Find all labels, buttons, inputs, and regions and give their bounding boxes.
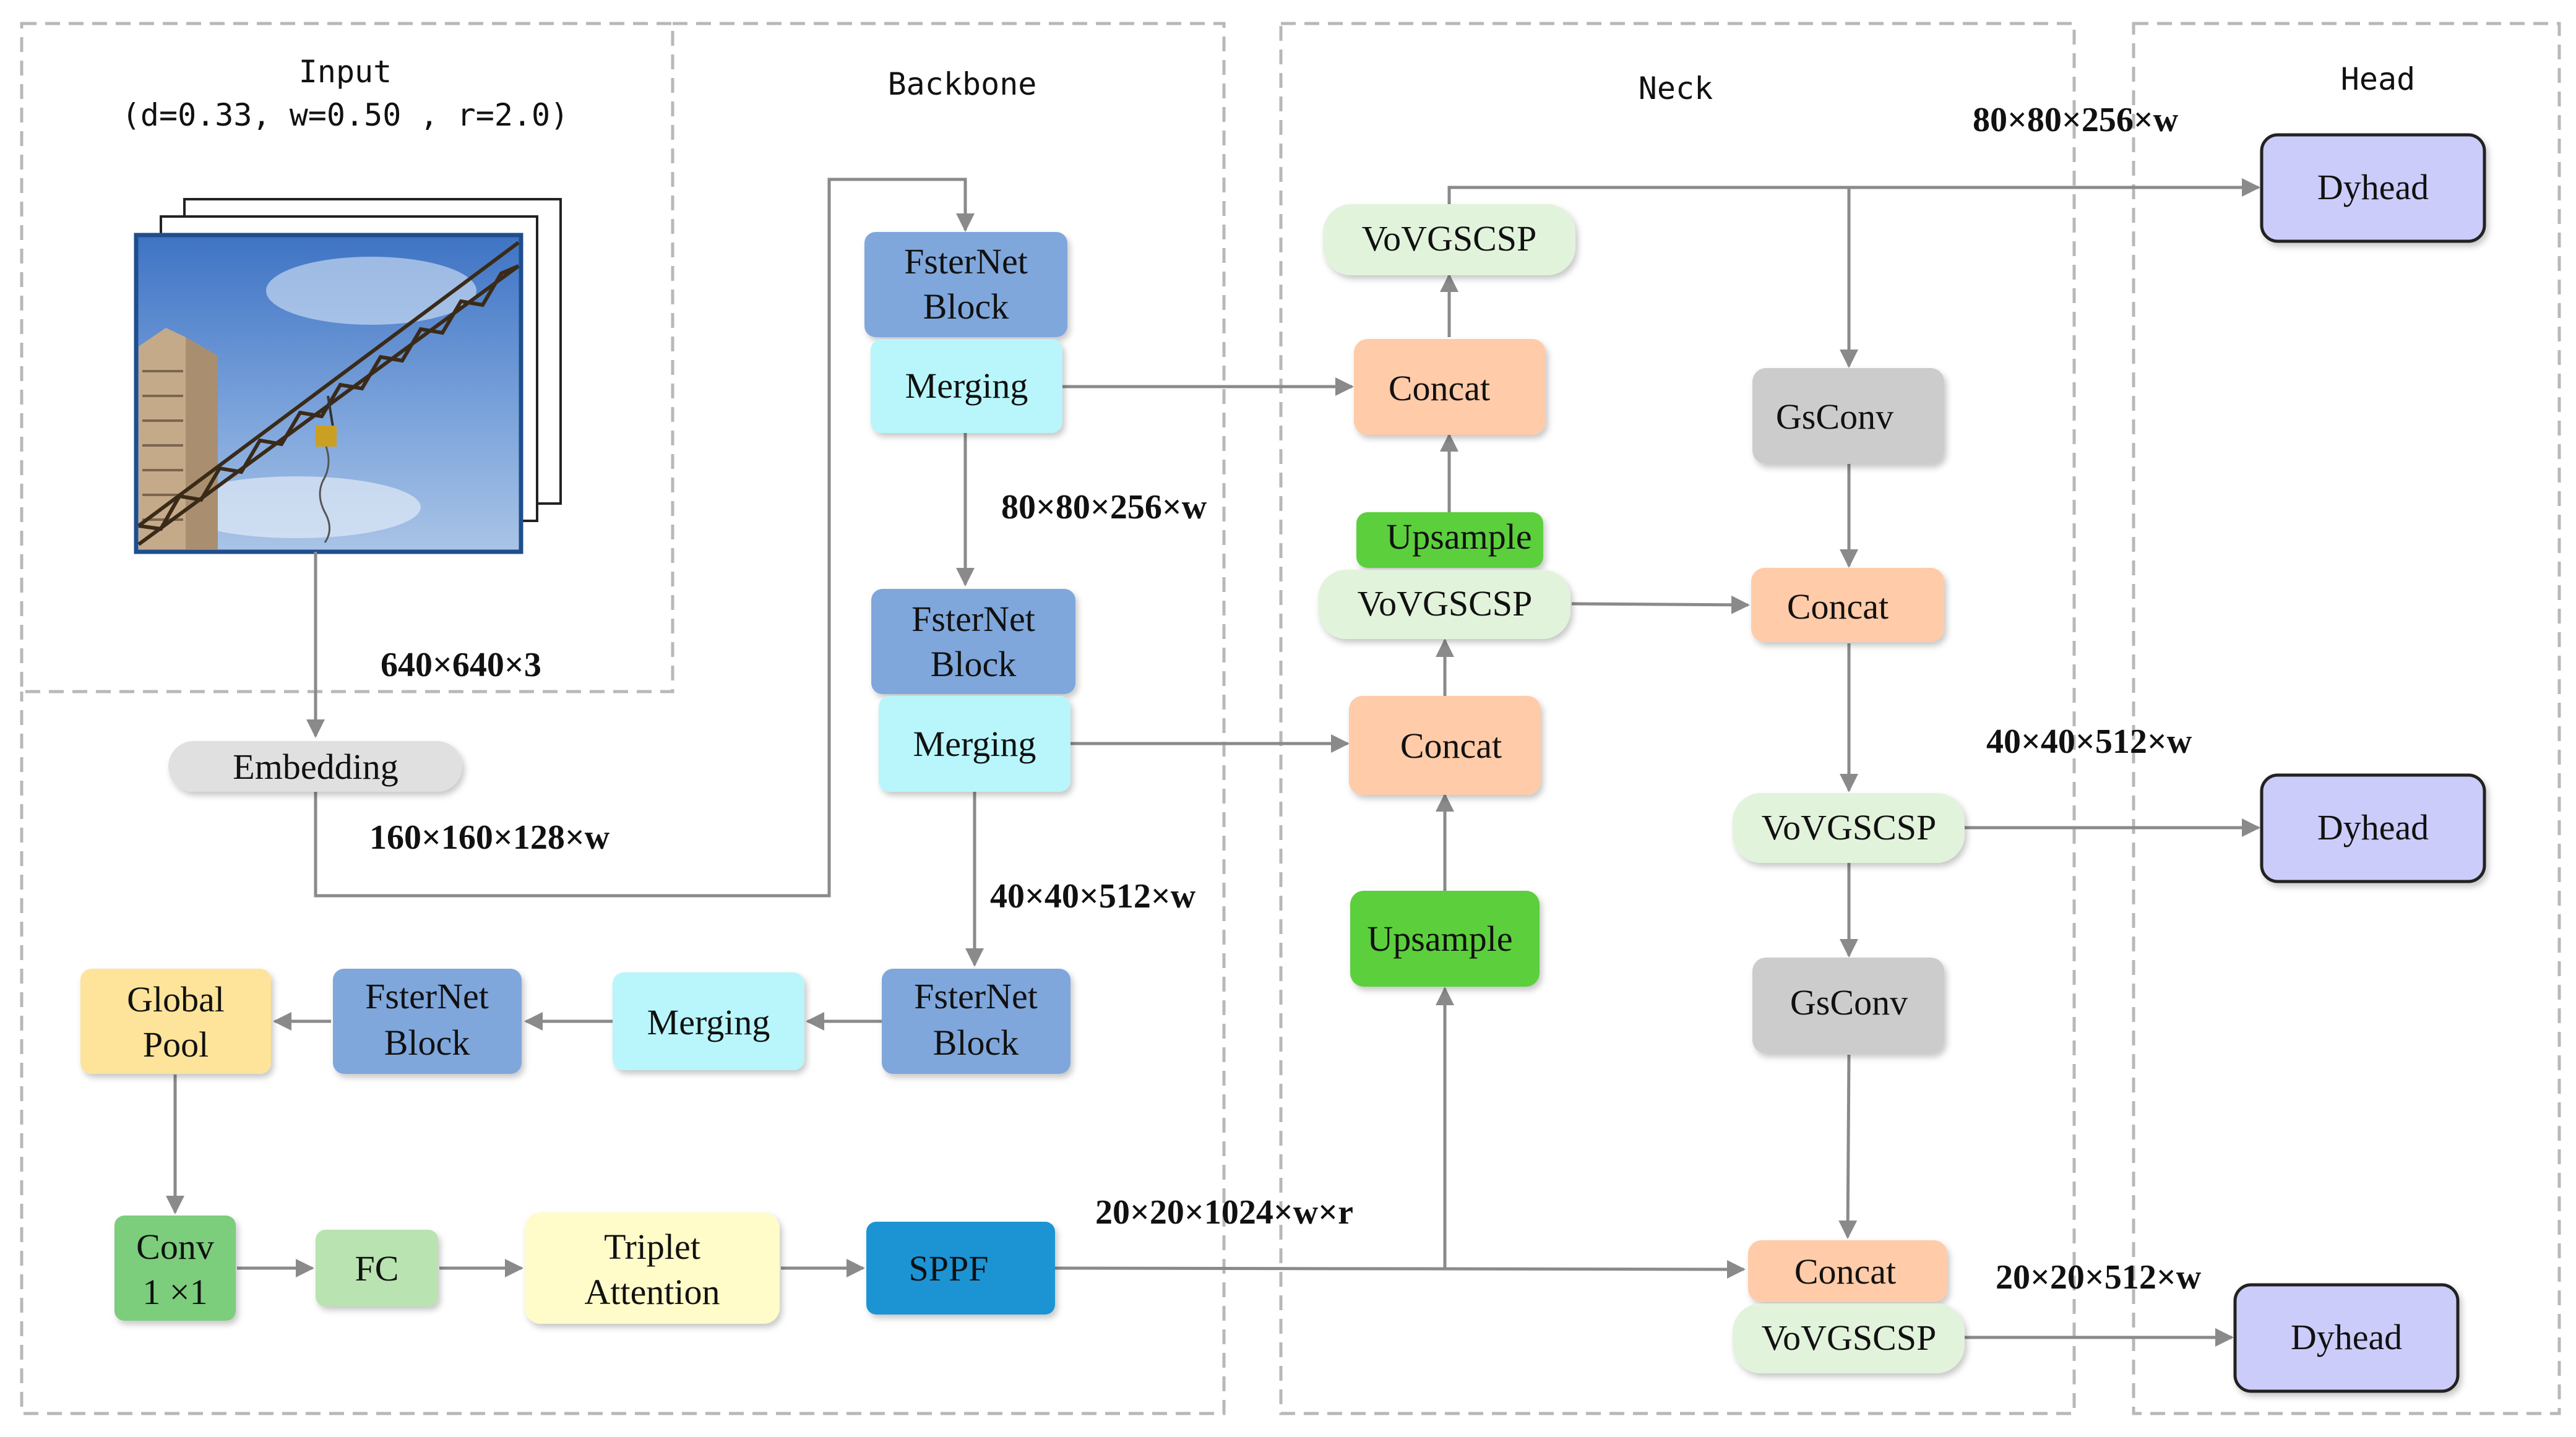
- neck-title: Neck: [1639, 71, 1713, 106]
- input-frame: [20, 22, 674, 693]
- dim-sppf-out: 20×20×1024×w×r: [1095, 1193, 1353, 1232]
- dyhead-2: [2260, 773, 2486, 883]
- gsconv1-label: GsConv: [1776, 397, 1893, 437]
- fsternet-block-4: [333, 969, 522, 1074]
- input-title: Input: [299, 54, 392, 90]
- dyhead-3: [2233, 1283, 2460, 1393]
- concat-top-label: Concat: [1389, 368, 1490, 408]
- upsample-big: [1350, 891, 1540, 987]
- dyhead3-label: Dyhead: [2291, 1317, 2402, 1357]
- dim-head-top: 80×80×256×w: [1973, 101, 2179, 139]
- vov-mid-label: VoVGSCSP: [1358, 583, 1533, 624]
- merging3-label: Merging: [647, 1002, 770, 1042]
- fster1-label-a: FsterNet: [904, 241, 1028, 281]
- upsample-big-label: Upsample: [1367, 919, 1512, 959]
- upsample-small: [1356, 512, 1543, 568]
- fsternet-block-1: [864, 232, 1067, 337]
- head-title: Head: [2341, 61, 2415, 97]
- conv-label-b: 1 ×1: [142, 1272, 207, 1312]
- fster4-label-a: FsterNet: [365, 976, 489, 1016]
- global-pool: [80, 969, 271, 1074]
- merging-1: [871, 339, 1062, 433]
- fsternet-block-3: [882, 969, 1070, 1074]
- vovgscsp-mid: [1318, 570, 1570, 639]
- neck-frame: [1279, 22, 2076, 1415]
- triplet-attention: [525, 1212, 780, 1324]
- fster1-label-b: Block: [923, 286, 1009, 327]
- vovgscsp-top: [1323, 204, 1575, 275]
- fster2-label-b: Block: [931, 644, 1017, 684]
- dim-head-bot: 20×20×512×w: [1996, 1258, 2202, 1297]
- concat-r1: [1751, 568, 1944, 642]
- concat-mid-label: Concat: [1400, 726, 1502, 766]
- fc-label: FC: [355, 1248, 399, 1289]
- upsample-small-label: Upsample: [1386, 517, 1531, 557]
- dim-input-size: 640×640×3: [381, 646, 541, 684]
- vov-r1-label: VoVGSCSP: [1762, 807, 1937, 847]
- dimension-labels: 640×640×3 160×160×128×w 80×80×256×w 40×4…: [369, 101, 2202, 1297]
- nodes: [80, 133, 2486, 1393]
- vovgscsp-r1: [1733, 793, 1965, 863]
- merging2-label: Merging: [913, 724, 1036, 764]
- triplet-label-b: Attention: [584, 1272, 720, 1312]
- merging-2: [879, 696, 1070, 792]
- dyhead2-label: Dyhead: [2317, 807, 2429, 847]
- gsconv-1: [1752, 368, 1944, 464]
- dim-stage1: 80×80×256×w: [1001, 488, 1207, 526]
- fster2-label-a: FsterNet: [911, 599, 1035, 639]
- fster3-label-a: FsterNet: [914, 976, 1038, 1016]
- embedding-node: [168, 741, 462, 792]
- conv-1x1: [114, 1216, 236, 1321]
- merging-3: [613, 972, 804, 1070]
- vovgscsp-r2: [1733, 1303, 1965, 1373]
- triplet-label-a: Triplet: [604, 1227, 700, 1267]
- vov-r2-label: VoVGSCSP: [1762, 1318, 1937, 1358]
- concat-top: [1354, 339, 1546, 435]
- node-labels: Embedding FsterNet Block Merging FsterNe…: [127, 167, 2429, 1358]
- dim-stage2: 40×40×512×w: [990, 877, 1196, 916]
- dyhead-1: [2260, 133, 2486, 243]
- concat-r1-label: Concat: [1787, 586, 1889, 627]
- dim-head-mid: 40×40×512×w: [1986, 723, 2192, 761]
- input-params: (d=0.33, w=0.50 , r=2.0): [122, 97, 569, 133]
- vov-top-label: VoVGSCSP: [1362, 218, 1537, 259]
- gsconv-2: [1752, 958, 1944, 1053]
- fster3-label-b: Block: [933, 1023, 1019, 1063]
- sppf-label: SPPF: [908, 1248, 988, 1289]
- globalpool-label-b: Pool: [143, 1024, 209, 1065]
- concat-r2: [1748, 1240, 1947, 1302]
- globalpool-label-a: Global: [127, 979, 225, 1019]
- concat-mid: [1349, 696, 1541, 795]
- backbone-title: Backbone: [888, 66, 1037, 102]
- section-frames: [20, 22, 2561, 1415]
- backbone-frame: [20, 22, 1226, 1415]
- gsconv2-label: GsConv: [1790, 982, 1908, 1023]
- fc-node: [316, 1230, 438, 1306]
- fster4-label-b: Block: [384, 1023, 470, 1063]
- connectors: [166, 178, 2260, 1347]
- fsternet-block-2: [871, 589, 1075, 694]
- head-frame: [2132, 22, 2561, 1415]
- concat-r2-label: Concat: [1794, 1251, 1896, 1292]
- sppf-node: [866, 1222, 1055, 1315]
- conv-label-a: Conv: [136, 1227, 214, 1267]
- dim-embed-out: 160×160×128×w: [369, 818, 610, 857]
- embedding-label: Embedding: [233, 747, 398, 787]
- dyhead1-label: Dyhead: [2317, 167, 2429, 207]
- crane-photo-icon: [134, 198, 562, 554]
- merging1-label: Merging: [905, 366, 1028, 406]
